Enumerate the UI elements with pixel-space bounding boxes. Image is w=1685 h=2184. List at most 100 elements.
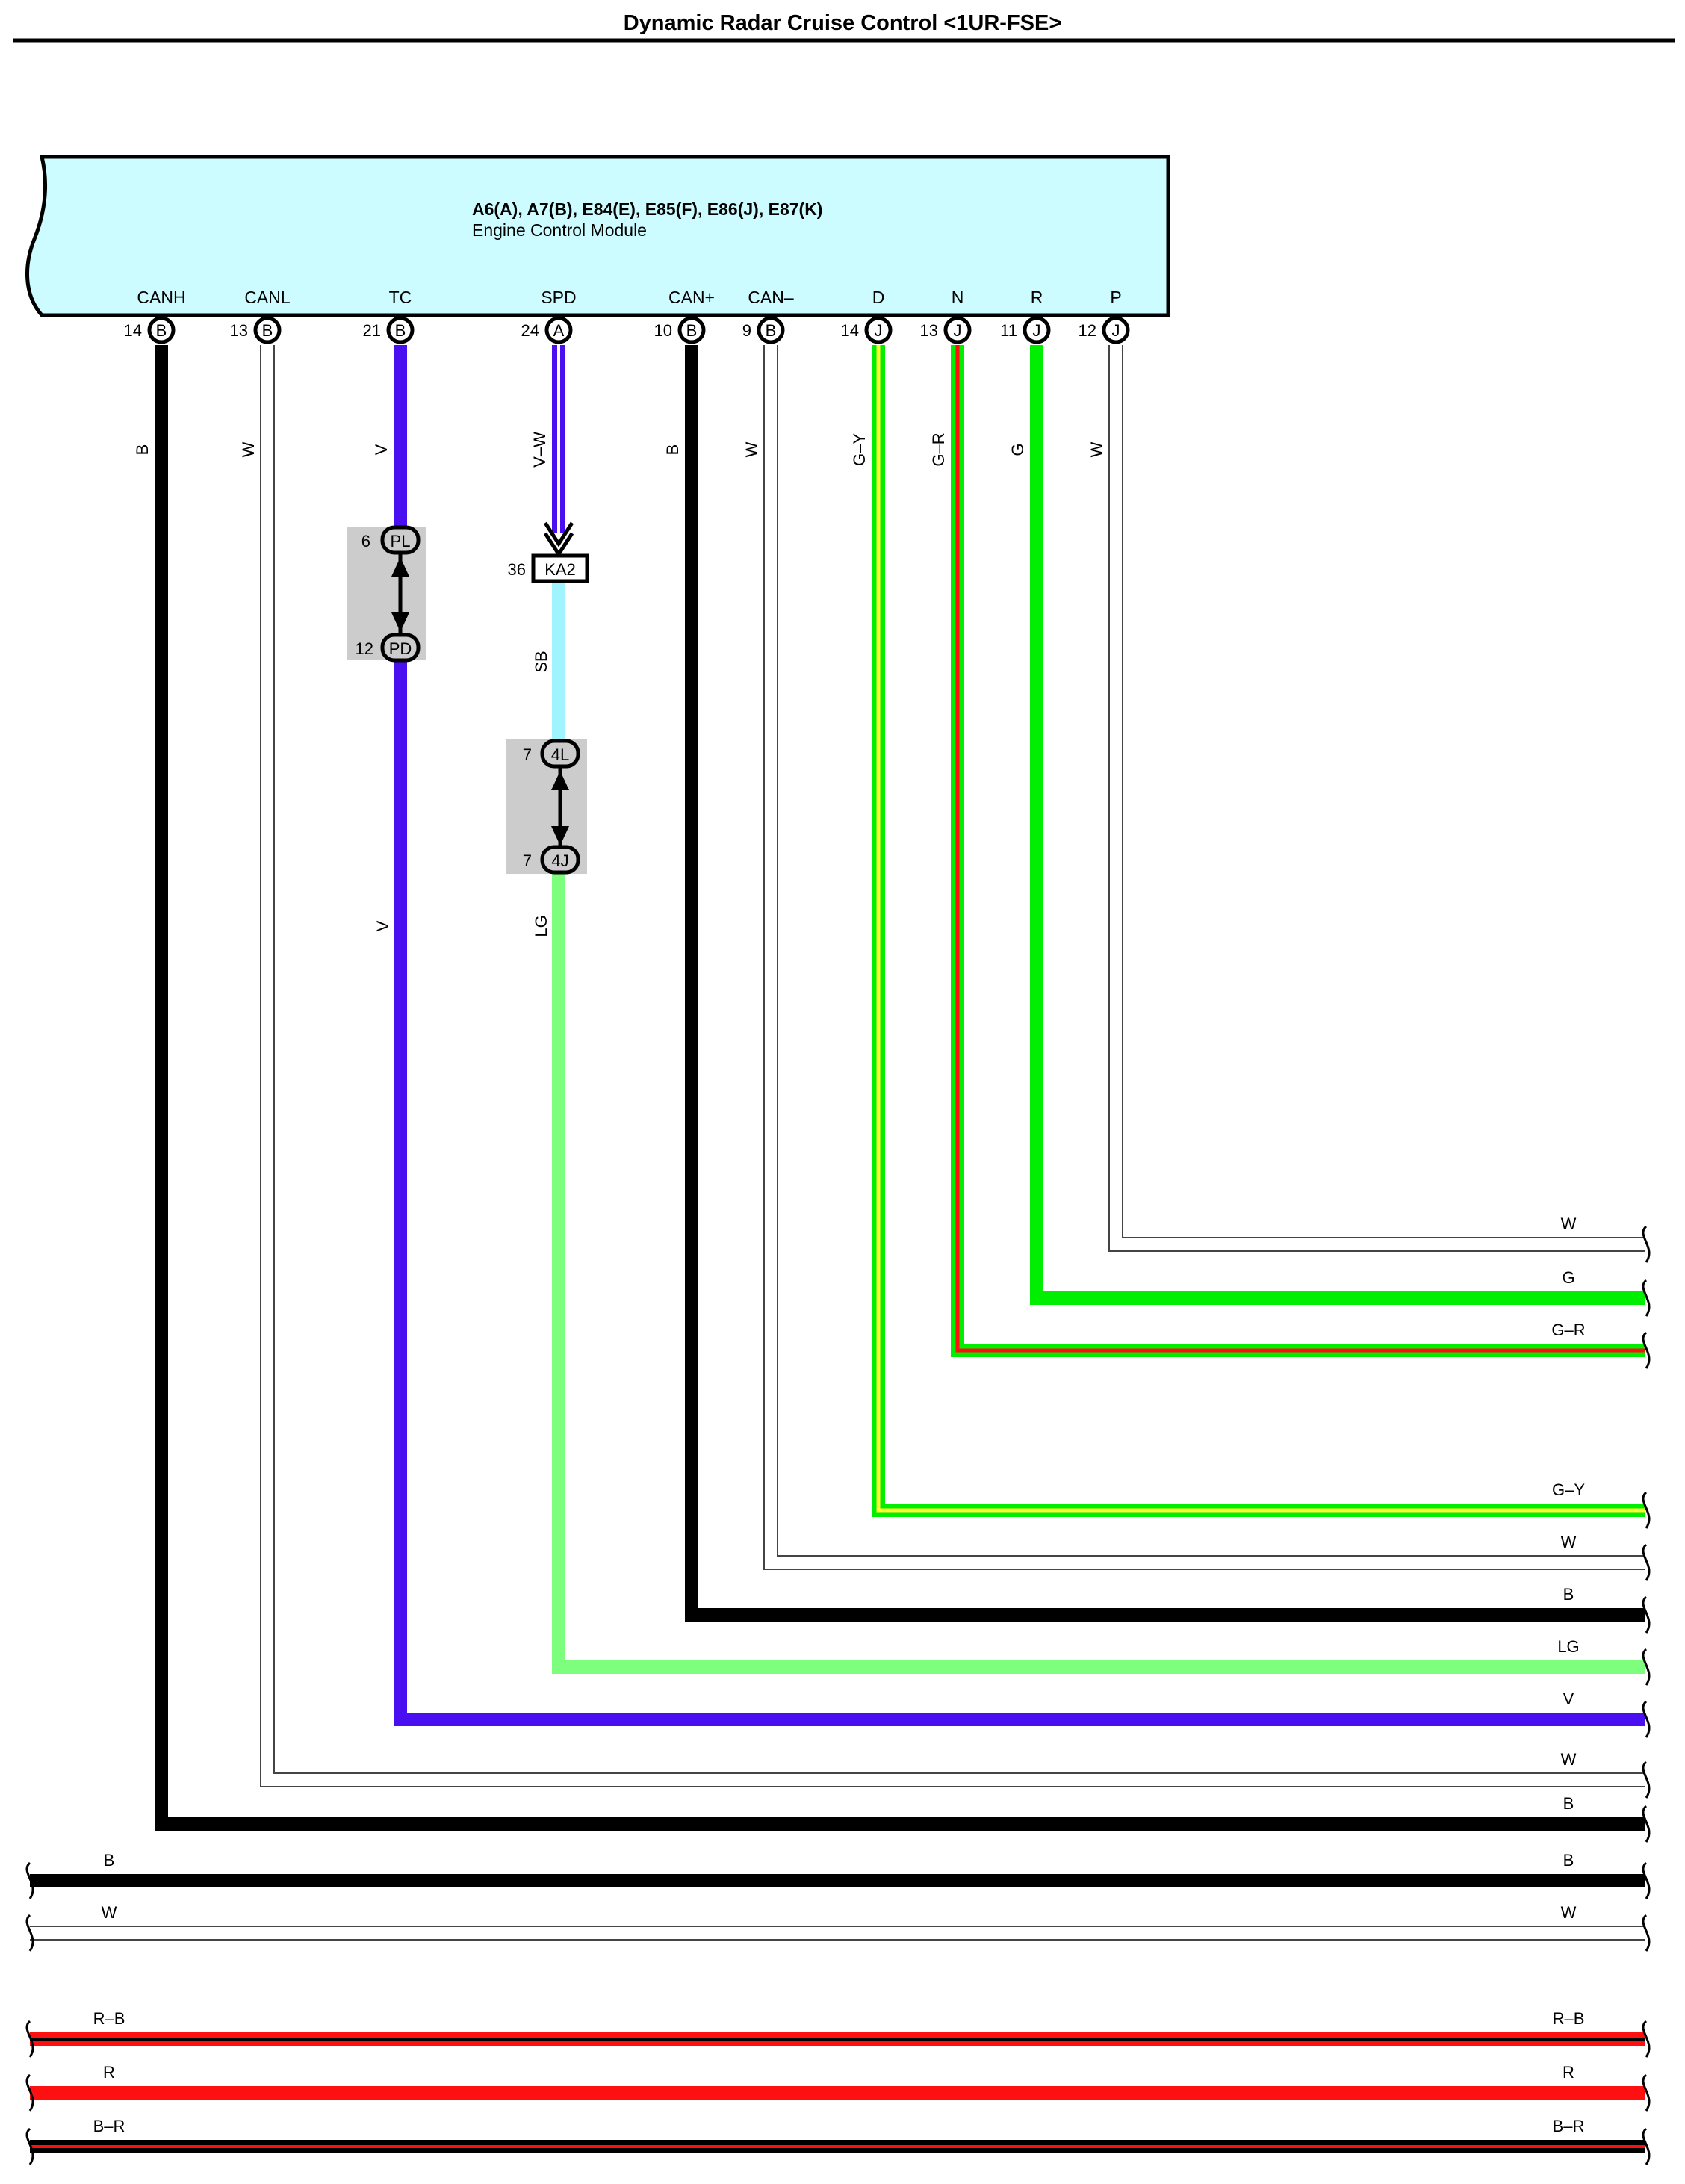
- wire-label-spd-sb: SB: [532, 651, 550, 672]
- pin-number: 13: [920, 321, 938, 340]
- pass-label-left: R–B: [93, 2009, 125, 2028]
- exit-label: W: [1561, 1750, 1577, 1769]
- pin-wire-color: B: [663, 444, 682, 456]
- pin-number: 14: [841, 321, 859, 340]
- pin-number: 11: [1000, 321, 1017, 340]
- pin-canl: CANL B 13W: [230, 288, 291, 457]
- ecm-connectors: A6(A), A7(B), E84(E), E85(F), E86(J), E8…: [472, 199, 822, 219]
- pass-label-left: R: [103, 2063, 115, 2082]
- pin-terminal: [253, 316, 282, 344]
- exit-label: G: [1562, 1268, 1574, 1287]
- connector-4j: [540, 845, 580, 875]
- pin-n: NJ 13G–R: [920, 288, 972, 467]
- pin-terminal: [544, 316, 573, 344]
- pin-label: R: [1031, 288, 1043, 307]
- connector-pd-name: PD: [389, 639, 412, 658]
- pin-wire-color: V–W: [530, 432, 549, 468]
- wire-break-marks: [25, 1225, 1651, 2165]
- pass-label-right: R: [1563, 2063, 1574, 2082]
- break-mark: [1642, 1648, 1651, 1686]
- wire-spd-upper: [543, 345, 574, 558]
- break-mark: [1642, 1491, 1651, 1529]
- wire-spd-lg: [552, 872, 1645, 1674]
- pin-connector-letter: J: [1033, 321, 1041, 340]
- pin-label: CAN–: [748, 288, 794, 307]
- pin-terminal: [943, 316, 972, 344]
- break-mark: [1642, 1225, 1651, 1263]
- connector-pl: [380, 525, 421, 555]
- pin-connector-letter: B: [766, 321, 777, 340]
- pin-label: CANL: [244, 288, 291, 307]
- pin-wire-color: W: [1087, 441, 1106, 457]
- wires: [30, 345, 1645, 2153]
- pin-number: 10: [654, 321, 672, 340]
- pin-wire-color: B: [133, 444, 152, 456]
- pin-terminal: [1102, 316, 1130, 344]
- pin-connector-letter: J: [875, 321, 883, 340]
- exit-label: LG: [1557, 1637, 1579, 1656]
- break-mark: [1642, 1543, 1651, 1581]
- pin-connector-letter: B: [686, 321, 698, 340]
- junctions: PL 6 PD 12 KA2 36 4L 7 4J 7: [347, 525, 589, 875]
- pin-label: CAN+: [668, 288, 715, 307]
- connector-ka2-name: KA2: [544, 560, 576, 579]
- break-mark: [1642, 1595, 1651, 1634]
- wire-label-tc-lower: V: [373, 920, 392, 931]
- pin-connector-letter: B: [262, 321, 273, 340]
- pin-can-minus: CAN–B9W: [742, 288, 794, 457]
- pin-label: SPD: [541, 288, 576, 307]
- wire-can-minus: [763, 345, 1645, 1570]
- pin-number: 21: [363, 321, 381, 340]
- connector-4j-pin: 7: [523, 851, 532, 870]
- wire-label-spd-lg: LG: [532, 915, 550, 937]
- pin-connector-letter: B: [395, 321, 406, 340]
- connector-pd: [380, 633, 421, 663]
- pin-wire-color: G–R: [929, 432, 948, 466]
- break-mark: [25, 1914, 34, 1952]
- pin-number: 12: [1079, 321, 1096, 340]
- pass-label-right: B: [1563, 1851, 1574, 1870]
- pin-number: 13: [230, 321, 248, 340]
- pin-terminal: [1023, 316, 1051, 344]
- pass-label-right: W: [1561, 1903, 1577, 1922]
- pin-wire-color: W: [742, 441, 761, 457]
- connector-pd-pin: 12: [356, 639, 373, 658]
- connector-ka2-pin: 36: [508, 560, 526, 579]
- exit-label: G–R: [1551, 1321, 1585, 1339]
- pin-terminal: [757, 316, 785, 344]
- ecm-name: Engine Control Module: [472, 220, 647, 240]
- pin-connector-letter: J: [954, 321, 962, 340]
- pin-wire-color: V: [372, 444, 391, 455]
- pin-connector-letter: A: [553, 321, 565, 340]
- connector-4l: [540, 739, 580, 769]
- connector-pl-pin: 6: [361, 532, 370, 550]
- pin-label: CANH: [137, 288, 185, 307]
- pin-terminal: [386, 316, 415, 344]
- wire-r: [1030, 345, 1645, 1305]
- break-mark: [1642, 1914, 1651, 1952]
- break-mark: [1642, 1861, 1651, 1899]
- connector-4l-pin: 7: [523, 745, 532, 764]
- break-mark: [1642, 2073, 1651, 2112]
- exit-label: W: [1561, 1214, 1577, 1233]
- pin-number: 14: [124, 321, 142, 340]
- wire-d: [872, 345, 1645, 1517]
- pin-terminal: [677, 316, 706, 344]
- exit-label: G–Y: [1552, 1480, 1585, 1499]
- pass-label-left: B: [104, 1851, 115, 1870]
- pass-label-left: B–R: [93, 2117, 125, 2135]
- pin-label: P: [1110, 288, 1121, 307]
- pin-label: D: [872, 288, 885, 307]
- break-mark: [25, 1861, 34, 1899]
- pin-label: N: [952, 288, 964, 307]
- pin-wire-color: W: [239, 441, 258, 457]
- ecm-pins: CANHB14BCANLB13WTCB21VSPDA24V–WCAN+B10BC…: [124, 288, 1130, 468]
- break-mark: [1642, 2020, 1651, 2058]
